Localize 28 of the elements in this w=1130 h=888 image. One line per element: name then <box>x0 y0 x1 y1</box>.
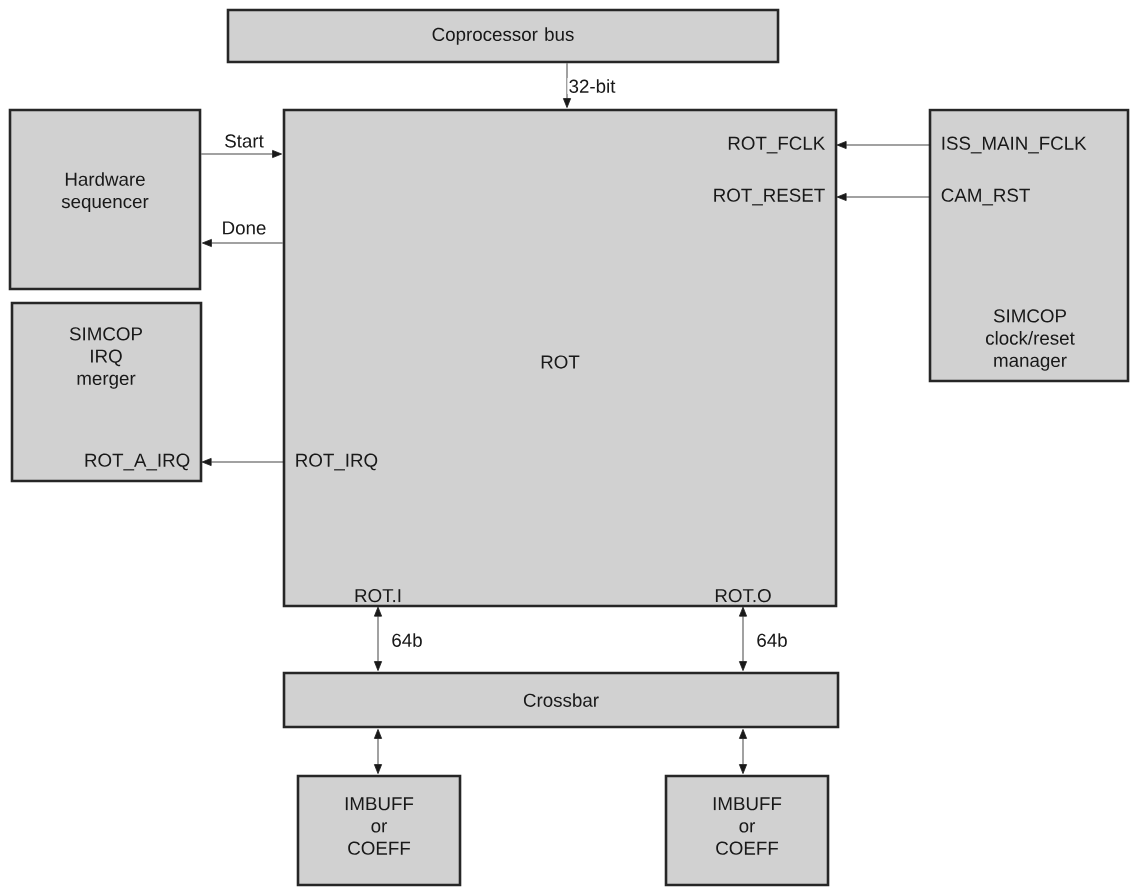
port-label: ROT_RESET <box>714 188 825 206</box>
port-label: ROT.I <box>355 589 401 603</box>
arrow <box>563 62 572 108</box>
port-label: ISS_MAIN_FCLK <box>942 136 1087 154</box>
port-label: ROT_A_IRQ <box>85 453 190 471</box>
block-box: Hardware sequencer <box>8 108 202 291</box>
port-label: ROT_IRQ <box>296 453 378 471</box>
block-box: Coprocessor bus <box>226 8 780 64</box>
arrow <box>374 606 383 671</box>
arrow <box>836 193 931 201</box>
arrow <box>200 150 282 158</box>
edge-label: 32-bit <box>567 77 617 95</box>
port-label: ROT_FCLK <box>728 136 825 154</box>
edge-label: 64b <box>755 631 789 649</box>
port-label: ROT.O <box>715 589 771 603</box>
edge-label: Start <box>223 133 265 149</box>
edge-label: Done <box>220 220 268 236</box>
arrow <box>739 729 748 774</box>
arrow <box>836 141 931 149</box>
arrow <box>201 458 285 467</box>
arrow <box>202 239 284 247</box>
block-box: IMBUFF or COEFF <box>664 774 830 887</box>
arrow <box>739 606 748 671</box>
port-label: CAM_RST <box>941 188 1030 206</box>
block-box: Crossbar <box>282 671 840 729</box>
block-box: IMBUFF or COEFF <box>296 774 462 887</box>
edge-label: 64b <box>390 631 424 649</box>
arrow <box>374 729 383 774</box>
